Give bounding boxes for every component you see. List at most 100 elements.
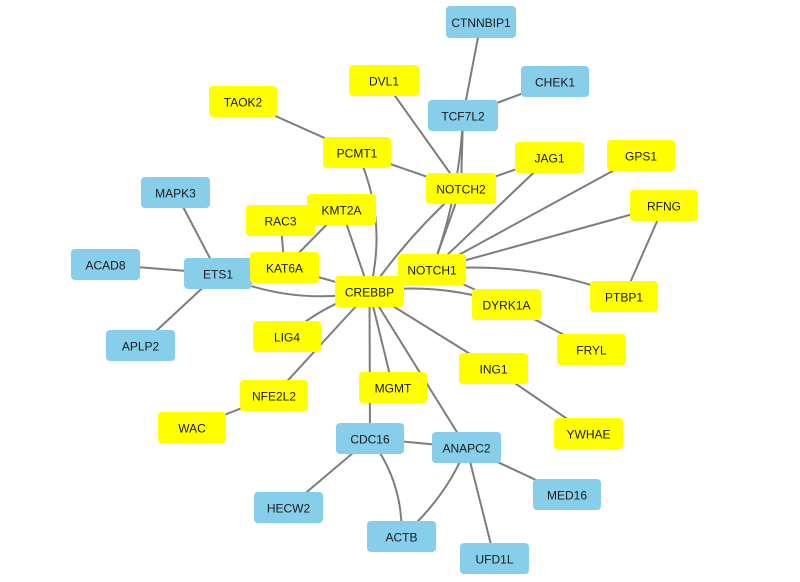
node-label: MAPK3	[155, 187, 196, 201]
node-label: KMT2A	[321, 204, 361, 218]
edge-anapc2-crebbp	[368, 290, 468, 449]
node-label: DVL1	[369, 75, 399, 89]
node-kmt2a[interactable]: KMT2A	[307, 194, 376, 225]
edge-cdc16-crebbp	[368, 290, 371, 440]
node-ctnnbip1[interactable]: CTNNBIP1	[446, 6, 516, 38]
edge-dvl1-notch2	[383, 79, 462, 190]
node-med16[interactable]: MED16	[533, 479, 601, 510]
node-box	[71, 249, 140, 280]
node-rac3[interactable]: RAC3	[246, 205, 315, 236]
node-label: KAT6A	[266, 262, 303, 276]
node-label: ETS1	[203, 268, 233, 282]
node-pcmt1[interactable]: PCMT1	[323, 137, 391, 168]
node-ufd1l[interactable]: UFD1L	[460, 543, 529, 574]
node-box	[460, 543, 529, 574]
node-label: JAG1	[534, 152, 564, 166]
node-ptbp1[interactable]: PTBP1	[590, 281, 658, 312]
node-aplp2[interactable]: APLP2	[106, 330, 175, 361]
node-dyrk1a[interactable]: DYRK1A	[472, 289, 541, 320]
node-box	[240, 380, 308, 411]
node-kat6a[interactable]: KAT6A	[250, 252, 319, 283]
edge-jag1-notch1	[431, 156, 551, 271]
node-dvl1[interactable]: DVL1	[349, 65, 419, 96]
node-label: CTNNBIP1	[451, 16, 511, 30]
node-box	[428, 100, 498, 131]
node-label: ANAPC2	[442, 442, 490, 456]
node-label: NOTCH2	[436, 183, 486, 197]
node-anapc2[interactable]: ANAPC2	[432, 432, 501, 463]
node-label: LIG4	[274, 331, 300, 345]
edge-gps1-notch1	[431, 154, 642, 271]
node-mgmt[interactable]: MGMT	[359, 372, 427, 403]
node-chek1[interactable]: CHEK1	[521, 66, 589, 97]
node-label: DYRK1A	[482, 299, 530, 313]
node-box	[607, 140, 675, 171]
node-ets1[interactable]: ETS1	[184, 258, 252, 289]
node-wac[interactable]: WAC	[158, 412, 226, 443]
node-fryl[interactable]: FRYL	[557, 334, 626, 365]
node-hecw2[interactable]: HECW2	[254, 492, 323, 523]
node-box	[472, 289, 541, 320]
node-cdc16[interactable]: CDC16	[336, 423, 404, 454]
node-box	[335, 276, 404, 307]
node-taok2[interactable]: TAOK2	[209, 86, 277, 117]
edge-rfng-notch1	[431, 204, 665, 271]
node-box	[184, 258, 252, 289]
node-box	[432, 432, 501, 463]
node-label: RFNG	[647, 200, 681, 214]
node-notch2[interactable]: NOTCH2	[426, 173, 496, 204]
node-label: ACTB	[385, 531, 417, 545]
node-label: PTBP1	[605, 291, 643, 305]
node-label: APLP2	[122, 340, 160, 354]
node-label: MED16	[547, 489, 587, 503]
node-box	[630, 190, 698, 221]
node-ing1[interactable]: ING1	[459, 353, 528, 384]
node-box	[246, 205, 315, 236]
node-box	[590, 281, 658, 312]
node-label: TCF7L2	[441, 110, 485, 124]
node-crebbp[interactable]: CREBBP	[335, 276, 404, 307]
edge-anapc2-ufd1l	[465, 446, 496, 560]
edge-mgmt-crebbp	[368, 290, 394, 389]
node-box	[521, 66, 589, 97]
node-label: CDC16	[350, 433, 390, 447]
node-box	[158, 412, 226, 443]
node-label: MGMT	[375, 382, 412, 396]
node-box	[250, 252, 319, 283]
node-label: ACAD8	[85, 259, 125, 273]
node-box	[459, 353, 528, 384]
node-label: WAC	[178, 422, 206, 436]
node-notch1[interactable]: NOTCH1	[398, 254, 466, 285]
node-label: TAOK2	[224, 96, 263, 110]
node-box	[533, 479, 601, 510]
node-gps1[interactable]: GPS1	[607, 140, 675, 171]
node-box	[336, 423, 404, 454]
node-mapk3[interactable]: MAPK3	[141, 177, 210, 208]
node-label: ING1	[479, 363, 507, 377]
node-label: FRYL	[576, 344, 607, 358]
node-box	[323, 137, 391, 168]
node-box	[254, 492, 323, 523]
node-label: UFD1L	[475, 553, 513, 567]
node-label: HECW2	[267, 502, 311, 516]
node-label: YWHAE	[566, 428, 610, 442]
node-actb[interactable]: ACTB	[367, 521, 436, 552]
node-ywhae[interactable]: YWHAE	[554, 418, 623, 449]
node-box	[367, 521, 436, 552]
node-acad8[interactable]: ACAD8	[71, 249, 140, 280]
node-label: CREBBP	[345, 286, 394, 300]
node-label: GPS1	[625, 150, 657, 164]
node-tcf7l2[interactable]: TCF7L2	[428, 100, 498, 131]
node-jag1[interactable]: JAG1	[515, 142, 584, 173]
node-label: CHEK1	[535, 76, 575, 90]
node-rfng[interactable]: RFNG	[630, 190, 698, 221]
node-box	[398, 254, 466, 285]
node-box	[141, 177, 210, 208]
node-lig4[interactable]: LIG4	[253, 321, 321, 352]
node-label: NFE2L2	[252, 390, 296, 404]
node-box	[515, 142, 584, 173]
edge-nfe2l2-crebbp	[273, 290, 371, 397]
node-nfe2l2[interactable]: NFE2L2	[240, 380, 308, 411]
